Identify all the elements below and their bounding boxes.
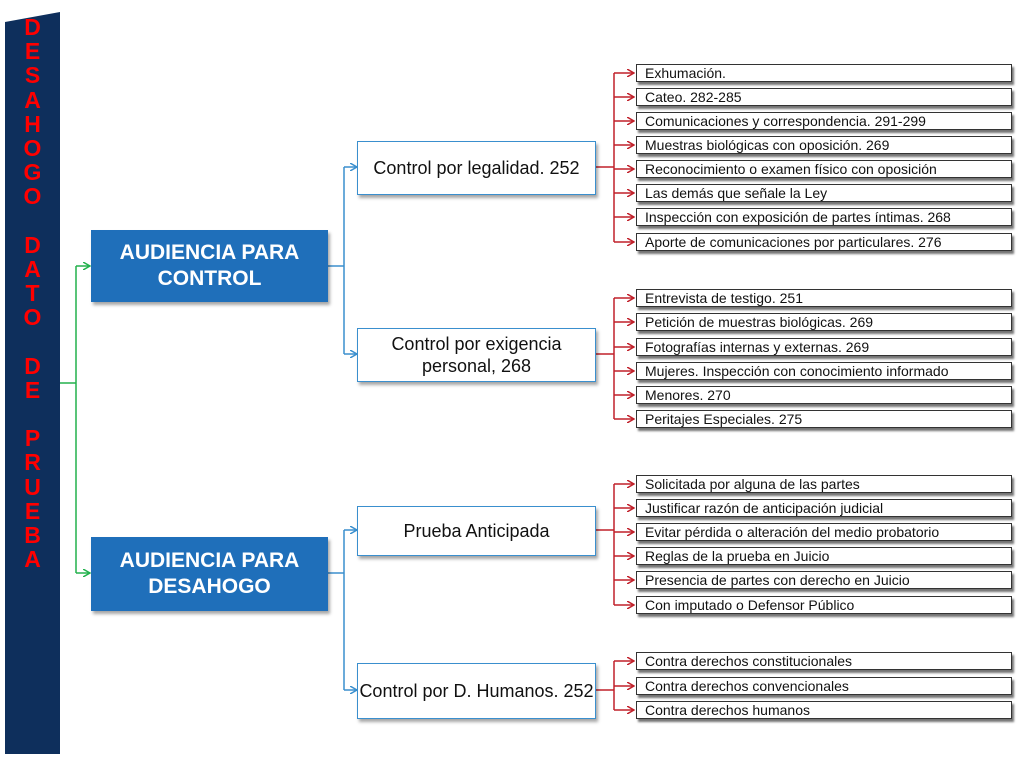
- leaf-item: Mujeres. Inspección con conocimiento inf…: [636, 362, 1012, 380]
- leaf-item: Muestras biológicas con oposición. 269: [636, 136, 1012, 154]
- leaf-item: Entrevista de testigo. 251: [636, 289, 1012, 307]
- title-letter: E: [24, 376, 41, 403]
- leaf-item: Menores. 270: [636, 386, 1012, 404]
- leaf-item: Fotografías internas y externas. 269: [636, 338, 1012, 356]
- leaf-item: Solicitada por alguna de las partes: [636, 475, 1012, 493]
- title-letter: O: [23, 183, 42, 210]
- leaf-item: Inspección con exposición de partes ínti…: [636, 208, 1012, 226]
- title-letter: T: [25, 280, 40, 307]
- blue-connectors: [328, 167, 357, 690]
- title-letter: [5, 402, 60, 426]
- title-letter: E: [24, 38, 41, 65]
- title-letter: A: [24, 546, 41, 573]
- title-bar: [5, 12, 60, 754]
- title-letter: G: [23, 159, 42, 186]
- leaf-item: Contra derechos convencionales: [636, 677, 1012, 695]
- leaf-item: Exhumación.: [636, 64, 1012, 82]
- title-letter: D: [24, 231, 41, 258]
- leaf-item: Presencia de partes con derecho en Juici…: [636, 571, 1012, 589]
- title-letter: D: [24, 352, 41, 379]
- leaf-item: Justificar razón de anticipación judicia…: [636, 499, 1012, 517]
- title-letter: O: [23, 304, 42, 331]
- leaf-item: Cateo. 282-285: [636, 88, 1012, 106]
- audiencia-desahogo-box: AUDIENCIA PARA DESAHOGO: [91, 537, 328, 611]
- title-letter: R: [24, 449, 41, 476]
- leaf-item: Peritajes Especiales. 275: [636, 410, 1012, 428]
- title-letter: U: [24, 473, 41, 500]
- leaf-item: Con imputado o Defensor Público: [636, 596, 1012, 614]
- control-exigencia-box: Control por exigencia personal, 268: [357, 328, 596, 382]
- leaf-item: Las demás que señale la Ley: [636, 184, 1012, 202]
- leaf-item: Evitar pérdida o alteración del medio pr…: [636, 523, 1012, 541]
- leaf-item: Comunicaciones y correspondencia. 291-29…: [636, 112, 1012, 130]
- title-letter: P: [24, 425, 41, 452]
- title-letter: H: [24, 110, 41, 137]
- title-letter: B: [24, 521, 41, 548]
- title-letter: [5, 329, 60, 353]
- leaf-item: Reglas de la prueba en Juicio: [636, 547, 1012, 565]
- title-letter: A: [24, 255, 41, 282]
- leaf-item: Petición de muestras biológicas. 269: [636, 313, 1012, 331]
- title-letter: D: [24, 14, 41, 40]
- green-connectors: [60, 266, 90, 573]
- title-letter: E: [24, 497, 41, 524]
- audiencia-control-box: AUDIENCIA PARA CONTROL: [91, 230, 328, 302]
- control-derechos-humanos-box: Control por D. Humanos. 252: [357, 663, 596, 719]
- leaf-item: Contra derechos constitucionales: [636, 652, 1012, 670]
- red-connectors: [594, 73, 634, 710]
- prueba-anticipada-box: Prueba Anticipada: [357, 506, 596, 556]
- leaf-item: Contra derechos humanos: [636, 701, 1012, 719]
- title-letter: A: [24, 86, 41, 113]
- control-legalidad-box: Control por legalidad. 252: [357, 141, 596, 195]
- leaf-item: Aporte de comunicaciones por particulare…: [636, 233, 1012, 251]
- vertical-title: D E S A H O G O D A T O D E P R U E B A: [5, 14, 60, 573]
- title-letter: O: [23, 134, 42, 161]
- title-letter: [5, 209, 60, 233]
- title-letter: S: [24, 62, 41, 89]
- leaf-item: Reconocimiento o examen físico con oposi…: [636, 160, 1012, 178]
